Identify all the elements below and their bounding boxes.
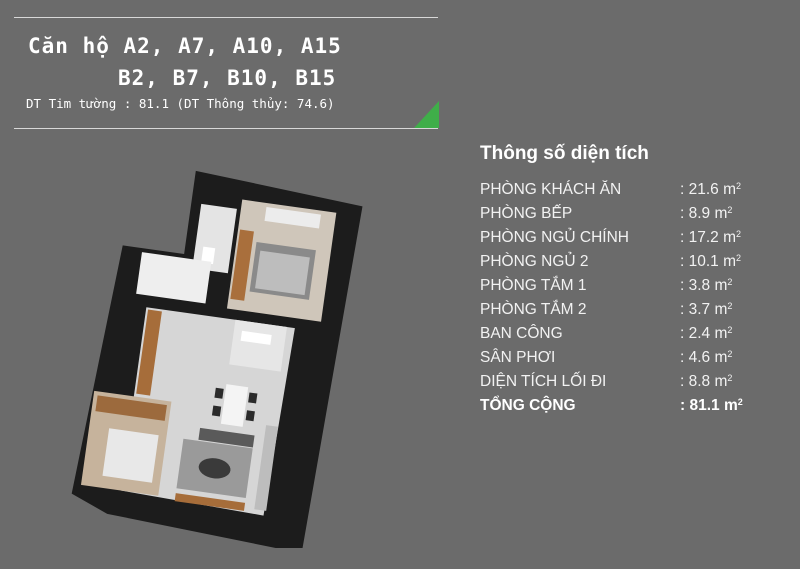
spec-row-total: TỔNG CỘNG : 81.1 m2 — [480, 397, 780, 419]
bathroom-2-sink — [240, 330, 272, 345]
spec-label: PHÒNG TẮM 2 — [480, 301, 587, 318]
unit-exponent: 2 — [737, 397, 743, 407]
dining-chair-4 — [245, 410, 255, 422]
spec-row: PHÒNG NGỦ CHÍNH : 17.2 m2 — [480, 229, 780, 251]
top-rule — [14, 17, 438, 18]
spec-row: SÂN PHƠI : 4.6 m2 — [480, 349, 780, 371]
tv-cabinet — [174, 493, 246, 511]
spec-value: : 8.8 m2 — [680, 373, 732, 391]
spec-value: : 3.8 m2 — [680, 277, 732, 295]
spec-row: PHÒNG NGỦ 2 : 10.1 m2 — [480, 253, 780, 275]
dining-table — [220, 384, 249, 427]
spec-value-text: : 8.8 m — [680, 373, 728, 390]
unit-exponent: 2 — [727, 373, 733, 383]
spec-label: PHÒNG KHÁCH ĂN — [480, 181, 622, 198]
spec-row: PHÒNG KHÁCH ĂN : 21.6 m2 — [480, 181, 780, 203]
spec-value-text: : 17.2 m — [680, 229, 736, 246]
green-corner-accent — [414, 101, 439, 128]
sofa — [198, 427, 255, 448]
spec-row: DIỆN TÍCH LỐI ĐI : 8.8 m2 — [480, 373, 780, 395]
floor-plan — [71, 170, 363, 548]
spec-value: : 8.9 m2 — [680, 205, 732, 223]
dining-chair-2 — [211, 405, 222, 417]
unit-exponent: 2 — [727, 349, 733, 359]
dining-chair-3 — [248, 392, 258, 404]
spec-label: PHÒNG TẮM 1 — [480, 277, 587, 294]
spec-value: : 21.6 m2 — [680, 181, 741, 199]
title-line-2: B2, B7, B10, B15 — [118, 66, 337, 90]
spec-row: PHÒNG TẮM 2 : 3.7 m2 — [480, 301, 780, 323]
unit-exponent: 2 — [736, 181, 742, 191]
unit-exponent: 2 — [736, 253, 742, 263]
spec-value: : 10.1 m2 — [680, 253, 741, 271]
spec-row: PHÒNG BẾP : 8.9 m2 — [480, 205, 780, 227]
spec-value-text: : 21.6 m — [680, 181, 736, 198]
service-balcony — [136, 252, 212, 304]
spec-label: DIỆN TÍCH LỐI ĐI — [480, 373, 607, 390]
master-desk — [264, 206, 321, 229]
spec-value-text: : 3.8 m — [680, 277, 728, 294]
spec-label: TỔNG CỘNG — [480, 397, 576, 414]
specs-heading: Thông số diện tích — [480, 143, 649, 164]
spec-label: PHÒNG NGỦ 2 — [480, 253, 589, 270]
spec-value-text: : 3.7 m — [680, 301, 728, 318]
kitchen-counter — [136, 309, 162, 396]
spec-label: PHÒNG BẾP — [480, 205, 573, 222]
spec-value-text: : 8.9 m — [680, 205, 728, 222]
spec-value: : 3.7 m2 — [680, 301, 732, 319]
master-wardrobe — [230, 229, 254, 301]
unit-exponent: 2 — [736, 229, 742, 239]
bathroom-2 — [229, 319, 287, 372]
area-subtitle: DT Tim tường : 81.1 (DT Thông thủy: 74.6… — [26, 96, 335, 111]
bedroom-2-wardrobe — [95, 395, 167, 421]
spec-value-text: : 10.1 m — [680, 253, 736, 270]
bottom-rule — [14, 128, 438, 129]
unit-exponent: 2 — [727, 325, 733, 335]
bathroom-1-toilet — [201, 246, 216, 265]
dining-chair-1 — [214, 387, 224, 399]
spec-value: : 4.6 m2 — [680, 349, 732, 367]
spec-label: SÂN PHƠI — [480, 349, 556, 366]
spec-row: PHÒNG TẮM 1 : 3.8 m2 — [480, 277, 780, 299]
spec-label: BAN CÔNG — [480, 325, 563, 342]
spec-value: : 81.1 m2 — [680, 397, 743, 415]
spec-value-text: : 2.4 m — [680, 325, 728, 342]
spec-label: PHÒNG NGỦ CHÍNH — [480, 229, 629, 246]
unit-exponent: 2 — [727, 277, 733, 287]
spec-row: BAN CÔNG : 2.4 m2 — [480, 325, 780, 347]
master-bed-sheet — [255, 250, 310, 296]
bedroom-2-bed — [102, 428, 159, 483]
spec-value-text: : 81.1 m — [680, 397, 738, 414]
unit-exponent: 2 — [727, 205, 733, 215]
spec-value-text: : 4.6 m — [680, 349, 728, 366]
main-balcony — [254, 425, 278, 511]
coffee-table — [198, 458, 231, 479]
unit-exponent: 2 — [727, 301, 733, 311]
spec-value: : 17.2 m2 — [680, 229, 741, 247]
title-line-1: Căn hộ A2, A7, A10, A15 — [28, 34, 342, 58]
spec-value: : 2.4 m2 — [680, 325, 732, 343]
